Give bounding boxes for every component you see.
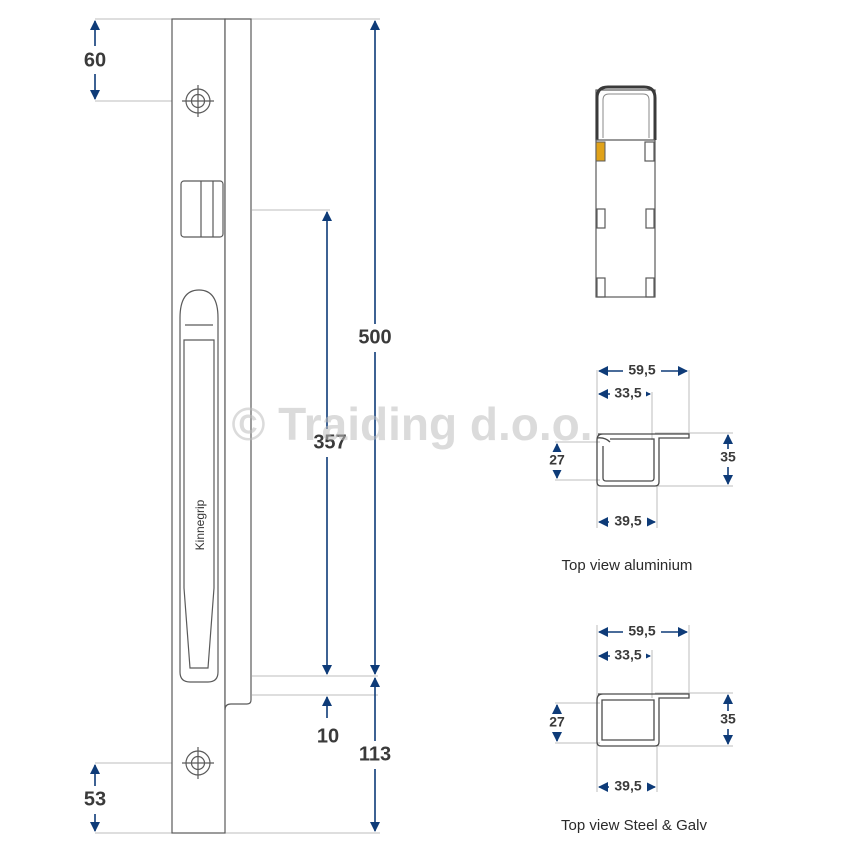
steel-outer-width-label: 39,5 — [614, 778, 641, 794]
dim-label-total-length: 500 — [358, 326, 391, 348]
aluminium-outer-width-label: 39,5 — [614, 513, 641, 529]
aluminium-flange-width-label: 59,5 — [628, 362, 655, 378]
watermark: © Traiding d.o.o. — [232, 398, 593, 450]
dim-label-handle-offset: 10 — [317, 725, 339, 747]
aluminium-outer-depth-label: 35 — [720, 449, 736, 465]
side-view-cap — [595, 85, 657, 140]
aluminium-profile-shape — [596, 433, 690, 487]
back-plate — [171, 18, 226, 834]
bottom-screw-hole-icon — [182, 747, 214, 779]
aluminium-inner-width-label: 33,5 — [614, 385, 641, 401]
dim-label-handle-span: 357 — [313, 431, 346, 453]
aluminium-profile: 59,5 33,5 39,5 27 35 Top view aluminium — [546, 362, 739, 574]
pull-handle: Kinnegrip — [179, 289, 219, 683]
top-screw-hole-icon — [182, 85, 214, 117]
side-view-body — [595, 89, 656, 298]
steel-inner-width-label: 33,5 — [614, 647, 641, 663]
steel-profile-shape — [596, 693, 690, 747]
front-view: Kinnegrip 60 500 357 10 113 — [78, 18, 396, 834]
aluminium-inner-depth-label: 27 — [549, 452, 565, 468]
dim-label-bottom-hole: 53 — [84, 788, 106, 810]
steel-profile: 59,5 33,5 39,5 27 35 Top view Steel & Ga… — [546, 623, 739, 834]
dim-label-top-hole: 60 — [84, 49, 106, 71]
steel-caption: Top view Steel & Galv — [561, 817, 707, 834]
side-view — [595, 85, 657, 298]
latch-window — [180, 180, 224, 238]
plate-side-flange — [224, 18, 252, 711]
steel-inner-depth-label: 27 — [549, 714, 565, 730]
aluminium-caption: Top view aluminium — [562, 557, 693, 574]
handle-brand-label: Kinnegrip — [193, 499, 207, 550]
latch-tab — [595, 141, 606, 162]
steel-outer-depth-label: 35 — [720, 711, 736, 727]
dim-label-bottom-section: 113 — [359, 743, 391, 765]
steel-flange-width-label: 59,5 — [628, 623, 655, 639]
